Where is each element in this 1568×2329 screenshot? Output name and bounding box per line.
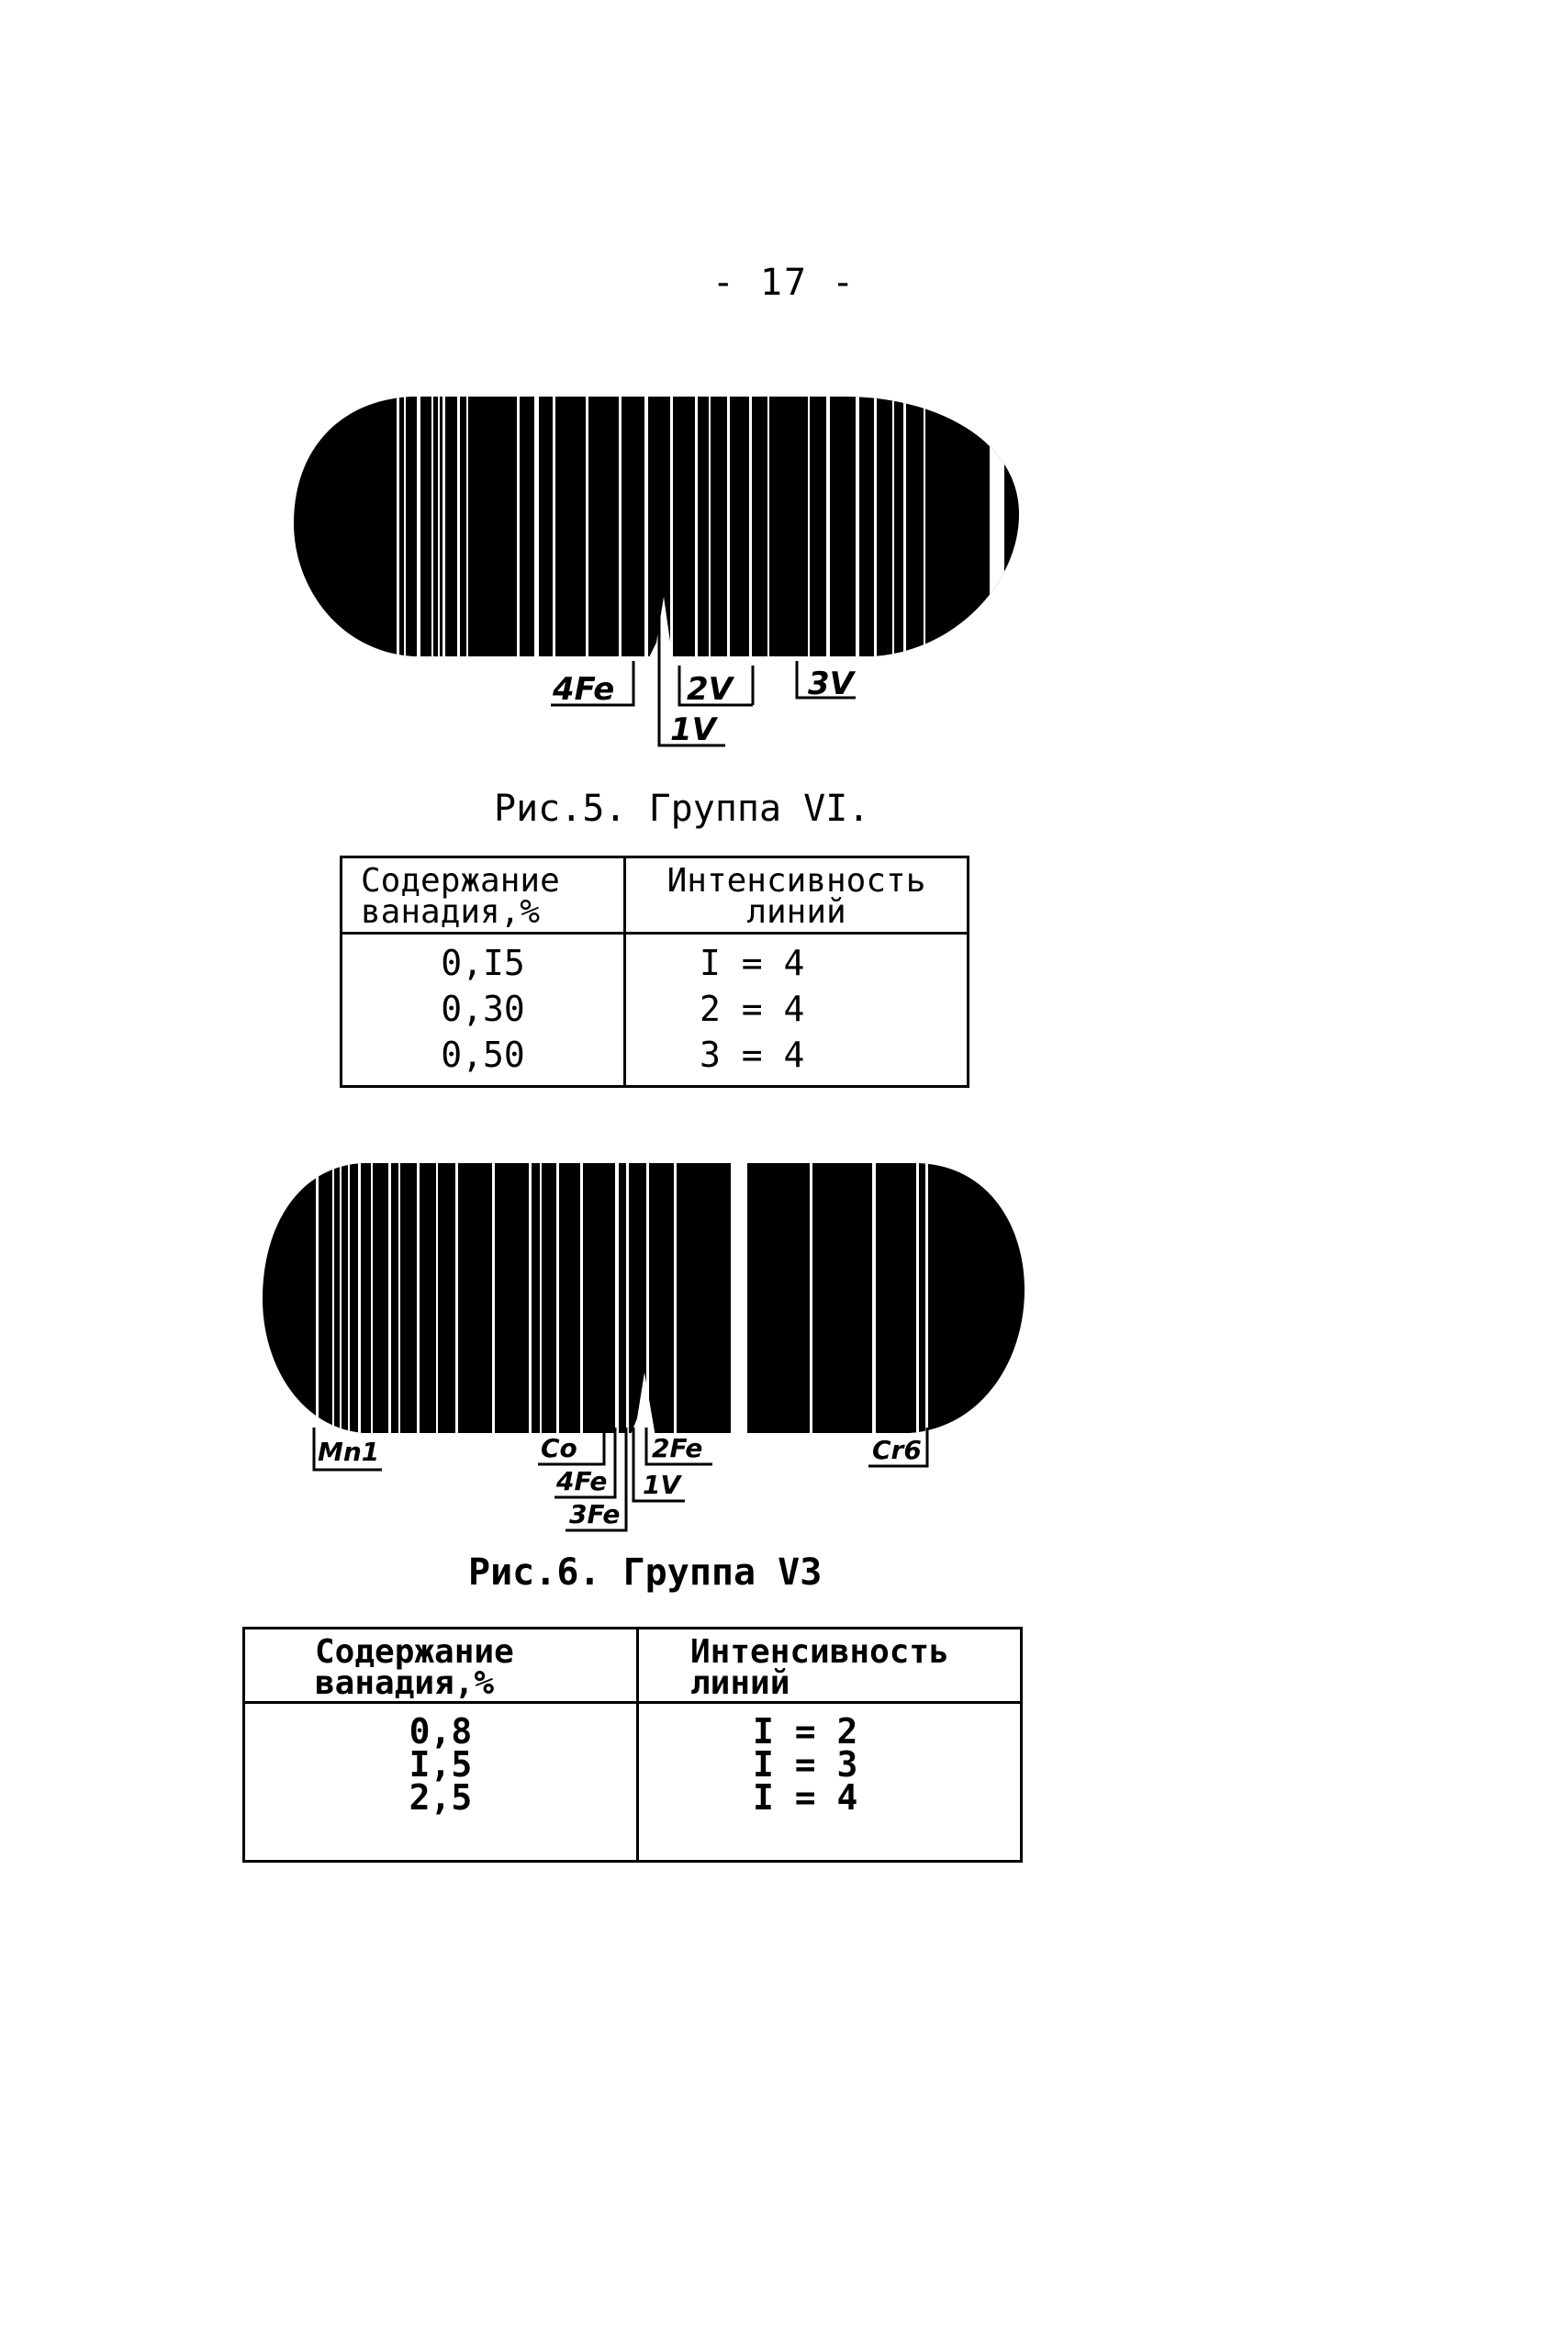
table-row: 0,30 2 = 4 (340, 986, 969, 1032)
table-row: 0,8 I = 2 (242, 1702, 1023, 1749)
cell-content: 0,8 (242, 1702, 639, 1749)
label-cr6: Cr6 (872, 1435, 922, 1465)
header-line-intensity: Интенсивность линий (636, 1628, 1023, 1704)
label-4fe: 4Fe (555, 1466, 607, 1496)
vanadium-table-group-v3: Содержание ванадия,% Интенсивность линий… (242, 1627, 1023, 1863)
table-row: 0,50 3 = 4 (340, 1032, 969, 1087)
header-col2-text: Интенсивность линий (666, 862, 926, 931)
table-row: 2,5 I = 4 (242, 1780, 1023, 1862)
cell-intensity: I = 3 (636, 1747, 1023, 1782)
cell-content: 0,30 (340, 986, 626, 1032)
cell-intensity: 2 = 4 (623, 986, 969, 1032)
header-col2-text: Интенсивность линий (690, 1633, 949, 1702)
table-header-row: Содержание ванадия,% Интенсивность линий (242, 1628, 1023, 1704)
vanadium-table-group-vi: Содержание ванадия,% Интенсивность линий… (340, 856, 969, 1088)
header-col1-text: Содержание ванадия,% (361, 862, 560, 931)
table-row: 0,I5 I = 4 (340, 933, 969, 986)
label-co: Co (541, 1433, 577, 1463)
label-1v: 1V (643, 1470, 682, 1500)
table-header-row: Содержание ванадия,% Интенсивность линий (340, 857, 969, 935)
label-2fe: 2Fe (652, 1433, 702, 1463)
header-vanadium-content: Содержание ванадия,% (242, 1628, 639, 1704)
cell-content: I,5 (242, 1747, 639, 1782)
header-col1-text: Содержание ванадия,% (315, 1633, 514, 1702)
label-1v: 1V (670, 711, 719, 748)
header-line-intensity: Интенсивность линий (623, 857, 969, 935)
table-row: I,5 I = 3 (242, 1747, 1023, 1782)
cell-intensity: 3 = 4 (623, 1032, 969, 1087)
cell-intensity: I = 4 (636, 1780, 1023, 1862)
spectrum-figure-5: 4Fe 2V 3V 1V (294, 397, 1019, 748)
cell-content: 0,50 (340, 1032, 626, 1087)
page-number: - 17 - (711, 262, 857, 304)
figure-6-caption: Рис.6. Группа V3 (468, 1551, 823, 1594)
cell-intensity: I = 4 (623, 933, 969, 986)
label-mn1: Mn1 (318, 1437, 379, 1467)
cell-intensity: I = 2 (636, 1702, 1023, 1749)
label-3v: 3V (808, 666, 857, 702)
header-vanadium-content: Содержание ванадия,% (340, 857, 626, 935)
label-4fe: 4Fe (552, 671, 614, 708)
figure-5-caption: Рис.5. Группа VI. (494, 788, 870, 830)
label-3fe: 3Fe (569, 1499, 620, 1529)
cell-content: 0,I5 (340, 933, 626, 986)
cell-content: 2,5 (242, 1780, 639, 1862)
label-2v: 2V (687, 671, 735, 708)
spectrum-figure-6: Mn1 Co 4Fe 3Fe 2Fe 1V Cr6 (263, 1163, 1025, 1532)
